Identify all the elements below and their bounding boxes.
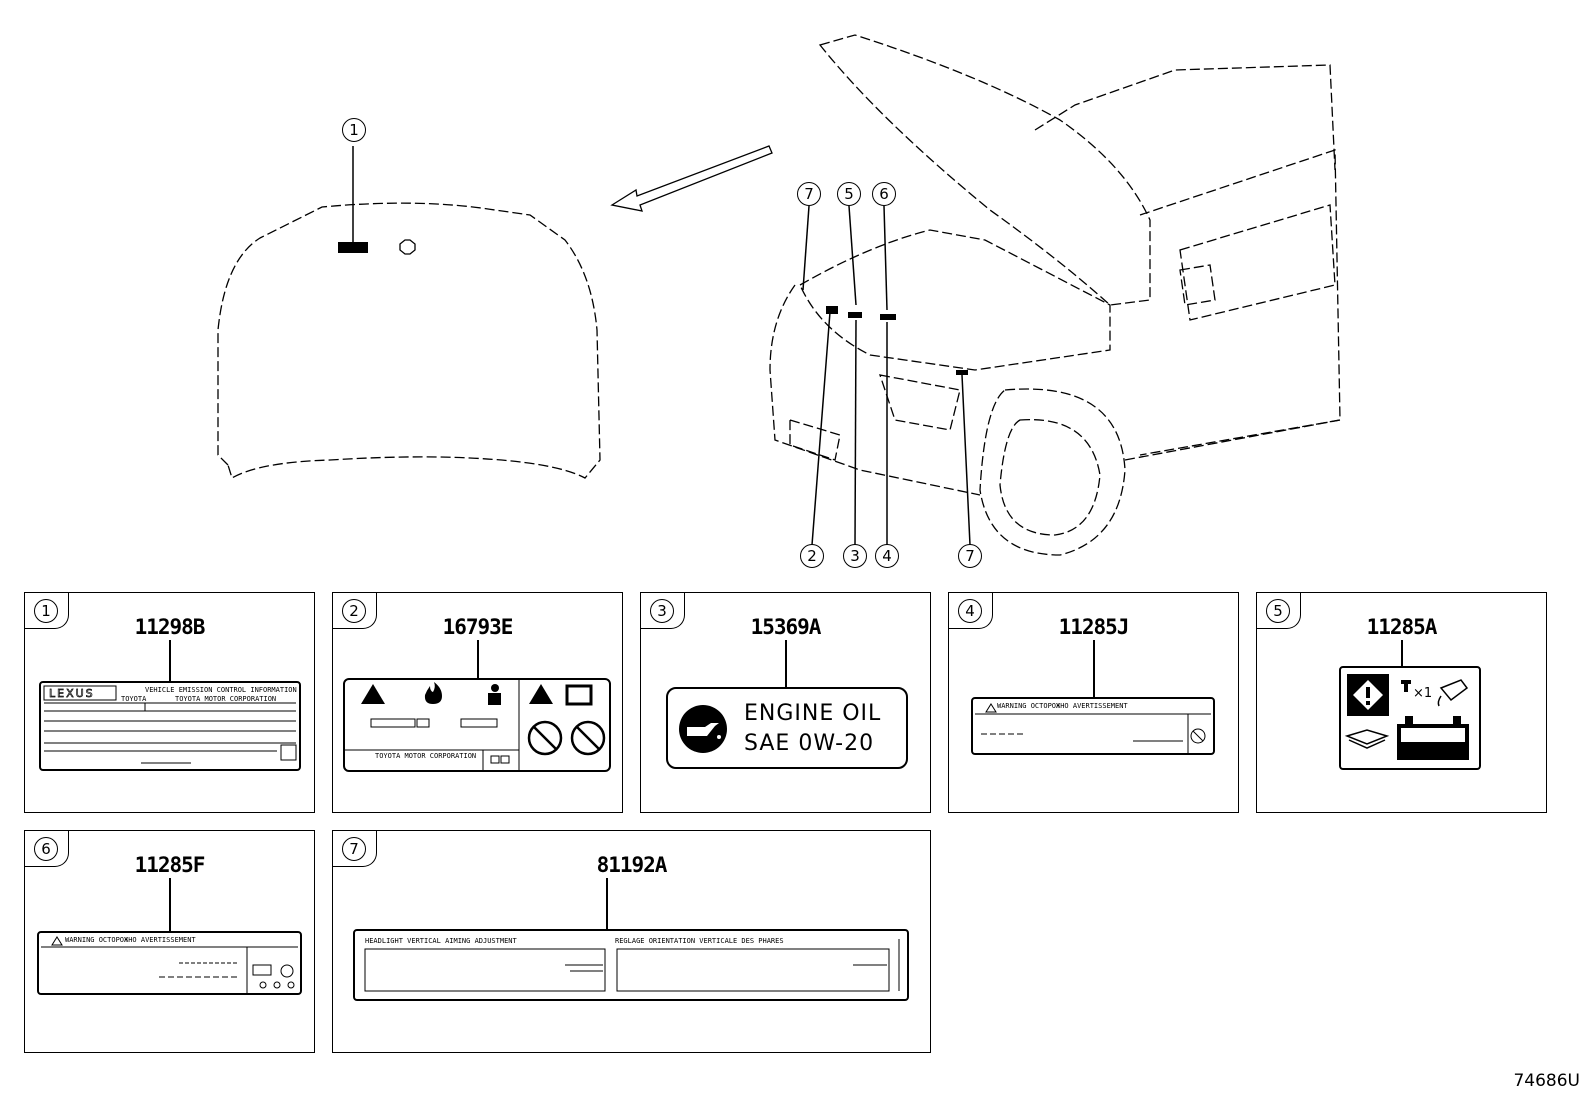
panel-1: 1 11298B LEXUS VEHICLE EMISSION CONTROL … (24, 592, 315, 813)
panel-4: 4 11285J WARNING ОСТОРОЖНО AVERTISSEMENT (948, 592, 1239, 813)
part-number: 11285F (134, 853, 206, 877)
part-number: 11285A (1366, 615, 1438, 639)
panel-6: 6 11285F WARNING ОСТОРОЖНО AVERTISSEMENT (24, 830, 315, 1053)
radiator-cap-icon (1401, 680, 1411, 692)
part-number: 11285J (1058, 615, 1130, 639)
panel-2: 2 16793E TOYOTA MOTOR CORPORA (332, 592, 623, 813)
callout-top-7: 7 (797, 182, 821, 206)
panel-5: 5 11285A ×1 (1256, 592, 1547, 813)
warning-icon (361, 684, 385, 704)
part-number: 15369A (750, 615, 822, 639)
engine-oil-label: ENGINE OIL SAE 0W-20 (666, 687, 908, 769)
callout-top-6: 6 (872, 182, 896, 206)
coolant-label: ×1 (1339, 666, 1481, 770)
hood-outline (217, 202, 601, 479)
emission-label-brand: TOYOTA (121, 695, 147, 703)
hood-label-mark (338, 242, 368, 253)
panel-index: 2 (342, 599, 366, 623)
coolant-quantity: ×1 (1413, 686, 1433, 701)
panel-index: 3 (650, 599, 674, 623)
panel-index: 5 (1266, 599, 1290, 623)
warning-label-text: WARNING ОСТОРОЖНО AVERTISSEMENT (65, 936, 196, 944)
part-number: 11298B (134, 615, 206, 639)
fire-icon (424, 682, 442, 704)
headlight-aiming-label: HEADLIGHT VERTICAL AIMING ADJUSTMENT REG… (353, 929, 909, 1001)
caution-label-maker: TOYOTA MOTOR CORPORATION (375, 752, 477, 760)
vehicle-open-hood (818, 34, 1151, 306)
warning-label-text: WARNING ОСТОРОЖНО AVERTISSEMENT (997, 702, 1128, 710)
no-fan-icon (527, 720, 606, 756)
warning-icon-2 (529, 684, 553, 704)
panel-index: 6 (34, 837, 58, 861)
callout-bottom-7: 7 (958, 544, 982, 568)
panel-7: 7 81192A HEADLIGHT VERTICAL AIMING ADJUS… (332, 830, 931, 1053)
callout-hood-1: 1 (342, 118, 366, 142)
book-icon (1344, 729, 1390, 749)
pour-icon (1437, 679, 1469, 707)
warning-label-6: WARNING ОСТОРОЖНО AVERTISSEMENT (37, 931, 302, 995)
part-number: 81192A (596, 853, 668, 877)
callout-bottom-4: 4 (875, 544, 899, 568)
reservoir-icon (1397, 716, 1469, 760)
engine-oil-text: ENGINE OIL (744, 701, 882, 726)
person-icon (488, 684, 501, 705)
diagram-id: 74686U (1513, 1071, 1580, 1091)
emission-label: LEXUS VEHICLE EMISSION CONTROL INFORMATI… (39, 681, 301, 771)
emission-label-maker: TOYOTA MOTOR CORPORATION (175, 695, 277, 703)
callout-bottom-2: 2 (800, 544, 824, 568)
panel-index: 4 (958, 599, 982, 623)
emission-label-title: VEHICLE EMISSION CONTROL INFORMATION (145, 686, 297, 694)
panel-index: 1 (34, 599, 58, 623)
panel-3: 3 15369A ENGINE OIL SAE 0W-20 (640, 592, 931, 813)
headlight-label-fr: REGLAGE ORIENTATION VERTICALE DES PHARES (615, 937, 784, 945)
oil-can-icon (679, 705, 727, 753)
svg-text:LEXUS: LEXUS (49, 687, 95, 700)
callout-top-5: 5 (837, 182, 861, 206)
top-illustration (217, 34, 1341, 556)
part-number: 16793E (442, 615, 514, 639)
engine-oil-grade: SAE 0W-20 (744, 731, 875, 756)
direction-arrow (610, 145, 773, 212)
caution-label: TOYOTA MOTOR CORPORATION (343, 678, 611, 772)
headlight-label-en: HEADLIGHT VERTICAL AIMING ADJUSTMENT (365, 937, 517, 945)
manual-icon (565, 684, 593, 706)
warning-label-4: WARNING ОСТОРОЖНО AVERTISSEMENT (971, 697, 1215, 755)
callout-bottom-3: 3 (843, 544, 867, 568)
panel-index: 7 (342, 837, 366, 861)
